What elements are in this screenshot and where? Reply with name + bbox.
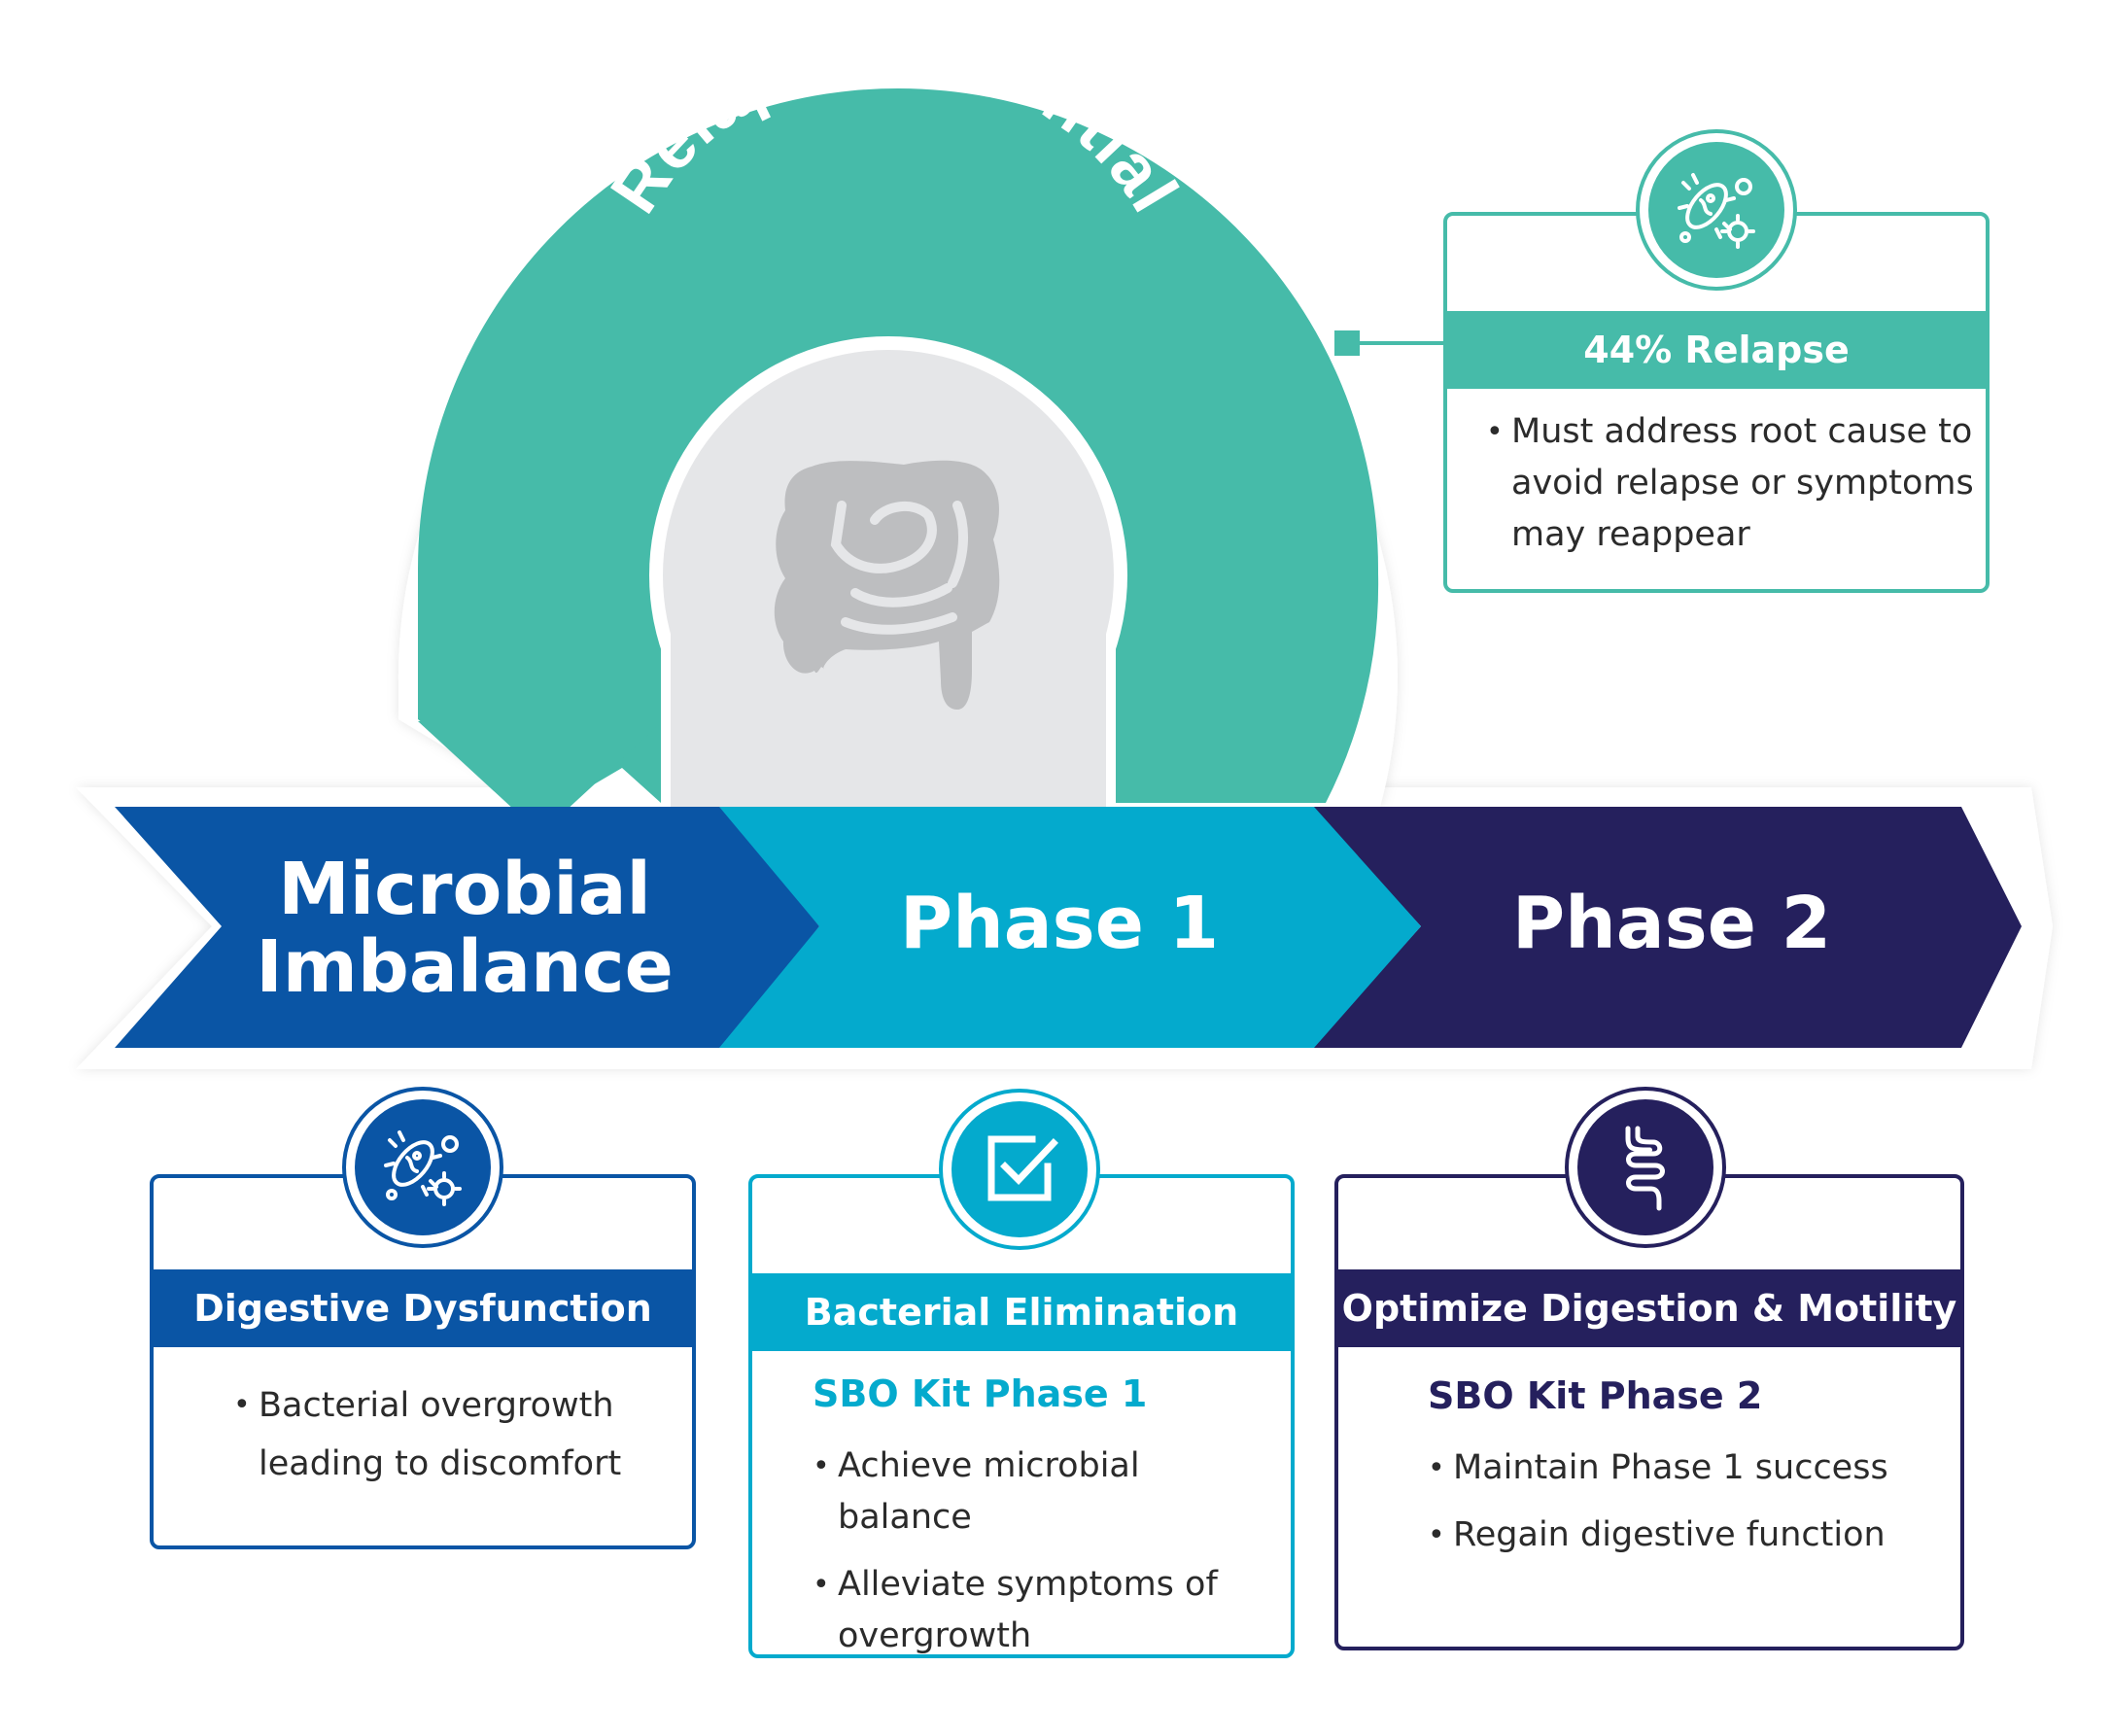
card2-title: Bacterial Elimination xyxy=(752,1273,1291,1351)
card1-bullet-continued: leading to discomfort xyxy=(259,1444,622,1483)
card1-bullet: Bacterial overgrowth xyxy=(233,1376,680,1435)
stage-imbalance-label: Microbial Imbalance xyxy=(222,846,708,1011)
card1-title: Digestive Dysfunction xyxy=(154,1269,692,1347)
card1-badge xyxy=(342,1087,503,1248)
card3-bullet: Maintain Phase 1 success xyxy=(1428,1442,1953,1494)
card3-bullet: Regain digestive function xyxy=(1428,1510,1953,1561)
card-optimize-digestion: Optimize Digestion & Motility SBO Kit Ph… xyxy=(1334,1174,1964,1650)
card2-bullet: Alleviate symptoms of xyxy=(813,1559,1279,1611)
relapse-bullet: Must address root cause to xyxy=(1486,406,1982,458)
card2-bullet-continued: overgrowth xyxy=(838,1616,1032,1655)
stage-phase2-label: Phase 2 xyxy=(1511,882,1832,965)
stage-phase1-chevron xyxy=(714,807,1421,1048)
relapse-bullet-continued: may reappear xyxy=(1511,515,1750,554)
checkbox-icon xyxy=(987,1135,1058,1201)
bacteria-icon xyxy=(384,1130,462,1206)
relapse-card: 44% Relapse Must address root cause to a… xyxy=(1443,212,1990,593)
relapse-card-title: 44% Relapse xyxy=(1447,311,1986,389)
card-bacterial-elimination: Bacterial Elimination SBO Kit Phase 1 Ac… xyxy=(748,1174,1295,1658)
intestine-icon xyxy=(1625,1126,1665,1211)
stage-phase1-label: Phase 1 xyxy=(899,882,1220,965)
stage-imbalance-chevron xyxy=(115,807,819,1048)
stage-phase2-chevron xyxy=(1312,807,2022,1048)
card3-bullets: Maintain Phase 1 success Regain digestiv… xyxy=(1428,1442,1953,1561)
bacteria-icon xyxy=(1678,173,1755,249)
stage-imbalance-line2: Imbalance xyxy=(256,925,674,1009)
card3-title: Optimize Digestion & Motility xyxy=(1338,1269,1960,1347)
stage-imbalance-line1: Microbial xyxy=(278,848,651,931)
card3-subtitle: SBO Kit Phase 2 xyxy=(1428,1374,1763,1417)
connector-dot xyxy=(1334,330,1360,356)
card3-badge xyxy=(1565,1087,1726,1248)
card2-subtitle: SBO Kit Phase 1 xyxy=(813,1372,1148,1415)
relapse-card-bullets: Must address root cause to avoid relapse… xyxy=(1486,406,1982,561)
relapse-badge xyxy=(1636,129,1797,291)
card1-bullets: Bacterial overgrowth leading to discomfo… xyxy=(233,1376,680,1493)
card2-badge xyxy=(939,1089,1100,1250)
intestine-icon xyxy=(774,460,1000,710)
card2-bullets: Achieve microbial balance Alleviate symp… xyxy=(813,1441,1279,1662)
card2-bullet: Achieve microbial balance xyxy=(813,1441,1279,1544)
relapse-bullet-continued: avoid relapse or symptoms xyxy=(1511,464,1974,503)
